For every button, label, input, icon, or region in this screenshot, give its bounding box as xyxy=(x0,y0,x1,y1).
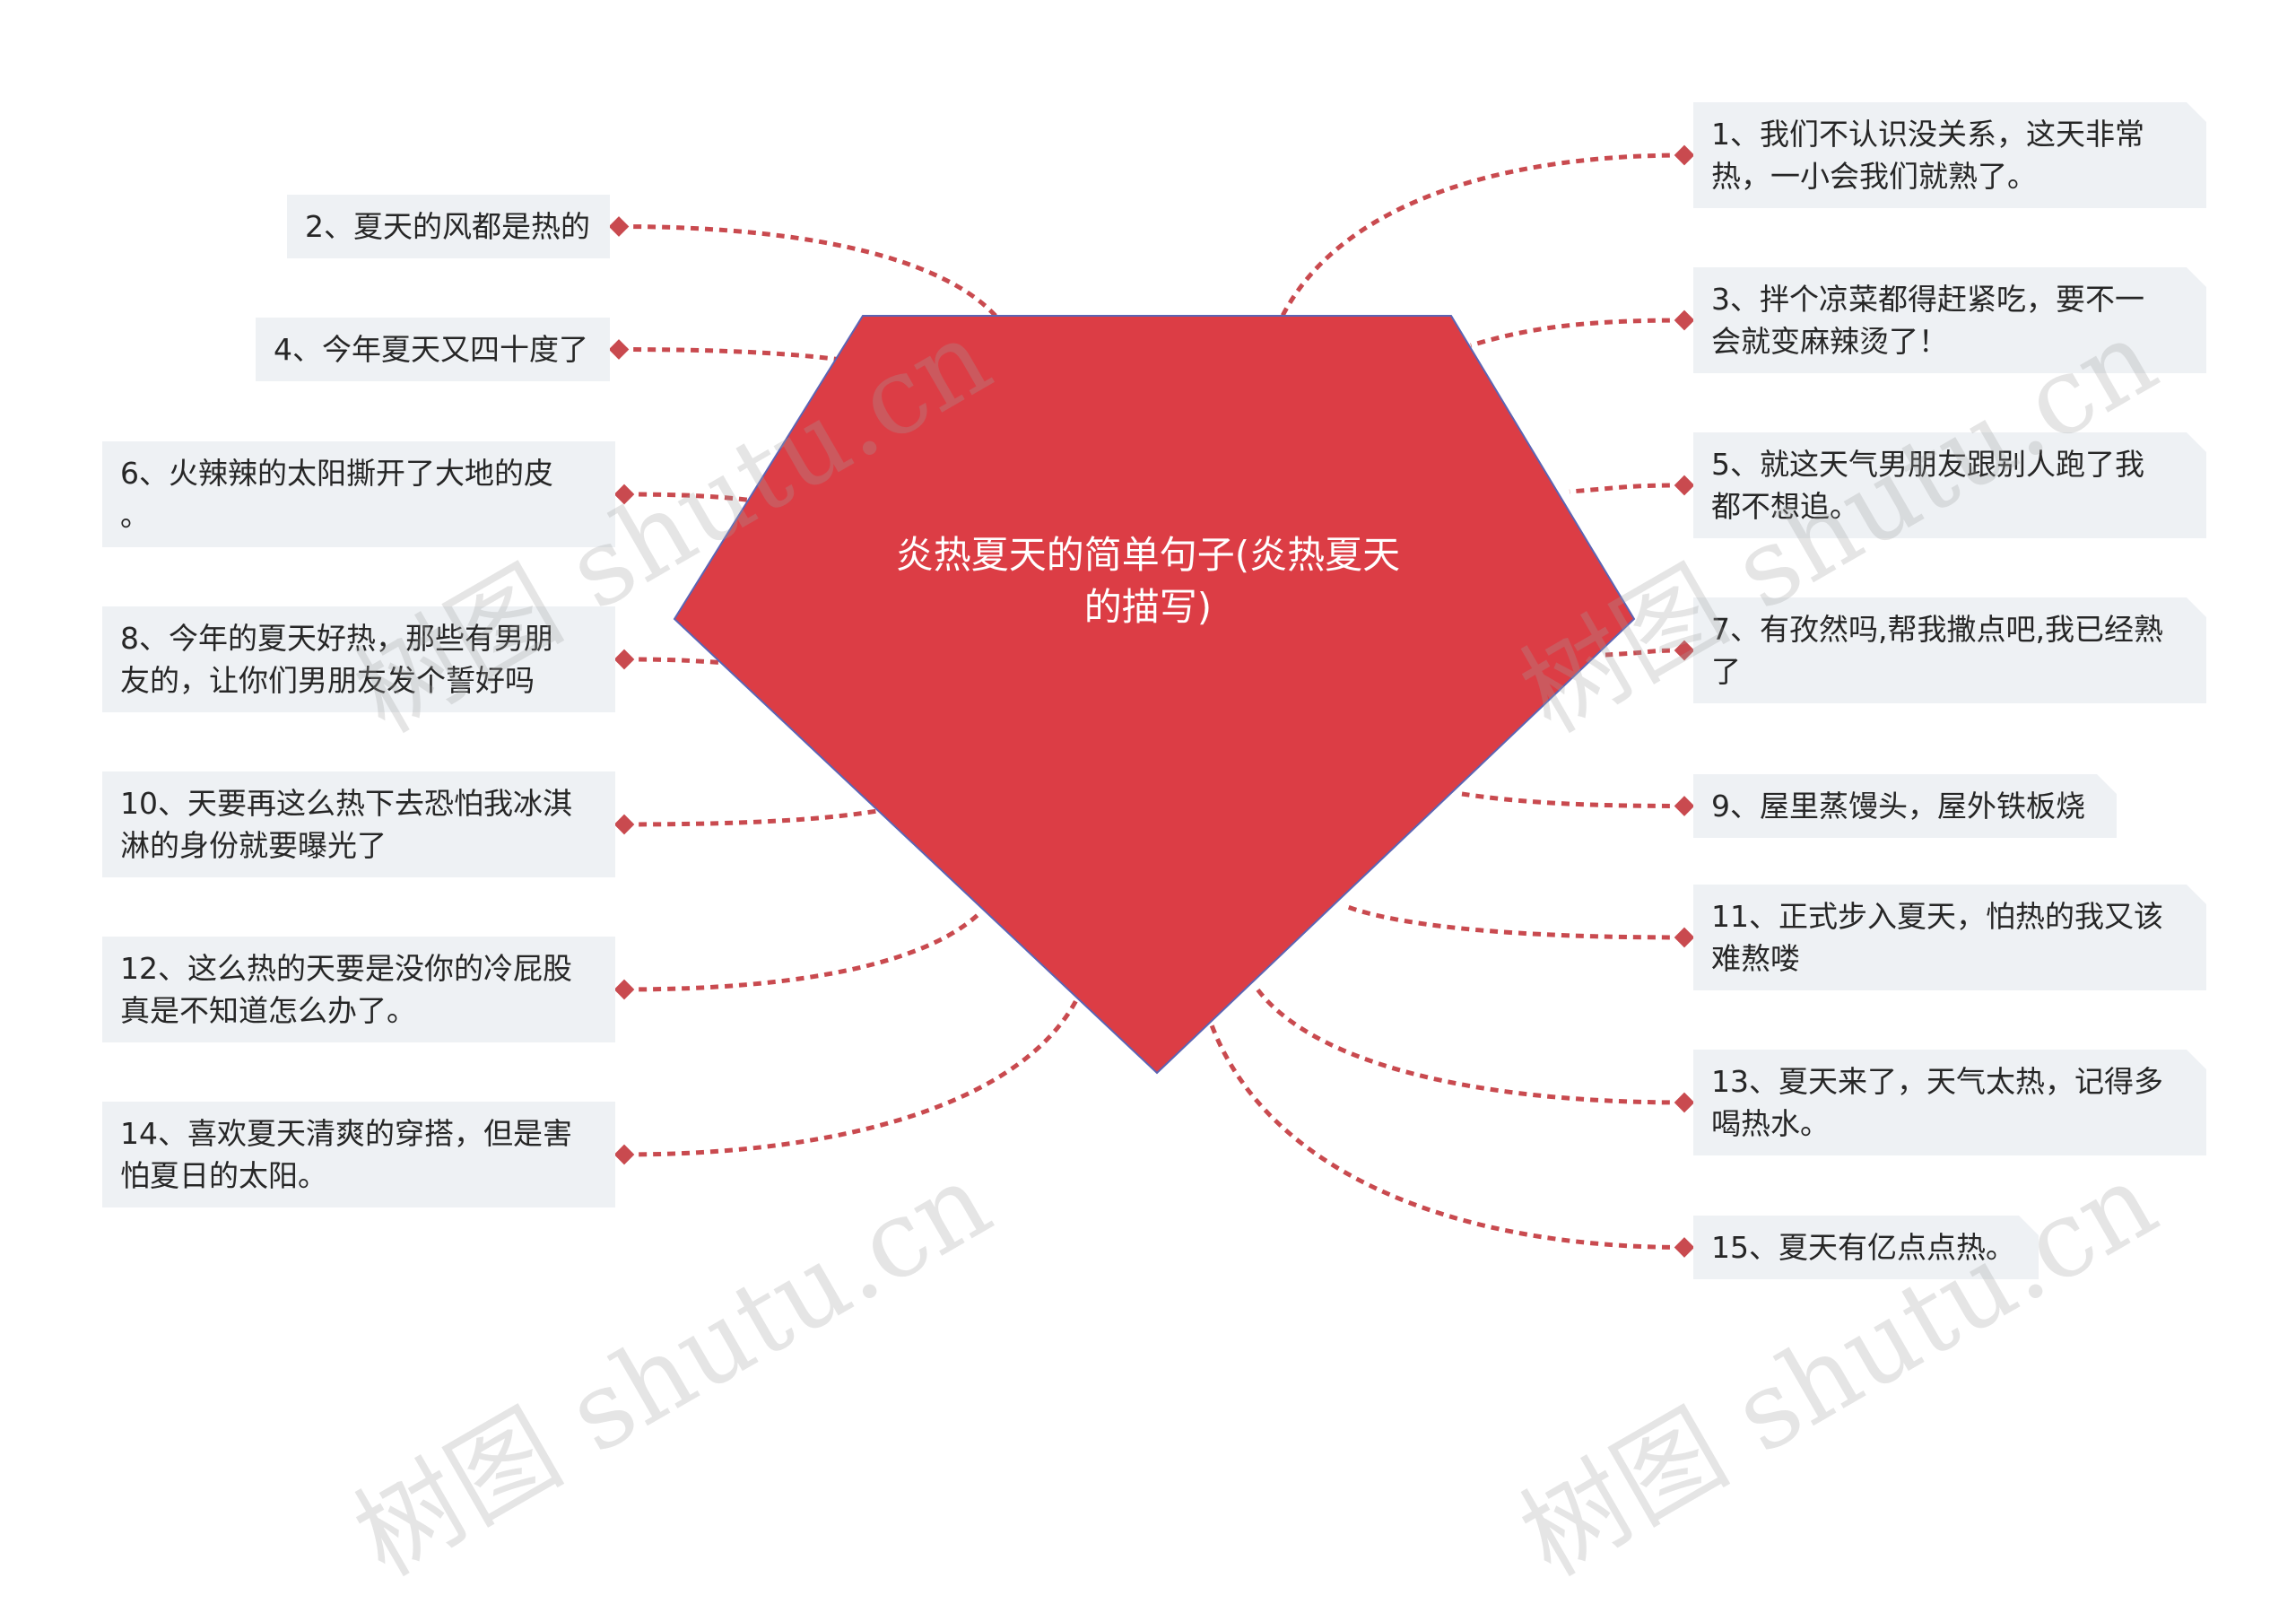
corner-fold xyxy=(2187,102,2206,122)
connector-n11 xyxy=(1344,903,1685,940)
corner-fold xyxy=(2187,597,2206,617)
connector-n7 xyxy=(1605,648,1685,658)
connector-dot-n6 xyxy=(613,484,635,505)
topic-node-3[interactable]: 3、拌个凉菜都得赶紧吃，要不一 会就变麻辣烫了！ xyxy=(1693,267,2206,373)
connector-dot-n7 xyxy=(1674,640,1695,661)
connector-n9 xyxy=(1461,791,1685,808)
topic-node-4[interactable]: 4、今年夏天又四十度了 xyxy=(256,318,610,381)
topic-node-text: 5、就这天气男朋友跟别人跑了我 都不想追。 xyxy=(1711,447,2144,524)
connector-dot-n12 xyxy=(613,979,635,1000)
topic-node-6[interactable]: 6、火辣辣的太阳撕开了大地的皮 。 xyxy=(102,441,615,547)
topic-node-7[interactable]: 7、有孜然吗,帮我撒点吧,我已经熟 了 xyxy=(1693,597,2206,703)
corner-fold xyxy=(2187,267,2206,287)
topic-node-text: 14、喜欢夏天清爽的穿搭，但是害 怕夏日的太阳。 xyxy=(120,1116,572,1193)
connector-lines xyxy=(618,153,1685,1250)
connector-dot-n13 xyxy=(1674,1092,1695,1113)
central-topic-shape[interactable] xyxy=(673,315,1636,1075)
corner-fold xyxy=(2019,1216,2039,1235)
mind-map-canvas xyxy=(608,144,1695,1258)
connector-dot-n4 xyxy=(608,339,630,360)
connector-n13 xyxy=(1253,985,1685,1105)
connector-dot-n10 xyxy=(613,814,635,835)
connector-dot-n1 xyxy=(1674,144,1695,166)
connector-n1 xyxy=(1280,153,1685,318)
topic-node-text: 4、今年夏天又四十度了 xyxy=(274,332,588,367)
topic-node-14[interactable]: 14、喜欢夏天清爽的穿搭，但是害 怕夏日的太阳。 xyxy=(102,1102,615,1207)
topic-node-13[interactable]: 13、夏天来了，天气太热，记得多 喝热水。 xyxy=(1693,1050,2206,1155)
topic-node-8[interactable]: 8、今年的夏天好热，那些有男朋 友的，让你们男朋友发个誓好吗 xyxy=(102,606,615,712)
connector-dot-n11 xyxy=(1674,927,1695,948)
topic-node-text: 3、拌个凉菜都得赶紧吃，要不一 会就变麻辣烫了！ xyxy=(1711,282,2144,359)
topic-node-9[interactable]: 9、屋里蒸馒头，屋外铁板烧 xyxy=(1693,774,2117,838)
corner-fold xyxy=(2187,885,2206,904)
topic-node-text: 6、火辣辣的太阳撕开了大地的皮 。 xyxy=(120,456,553,533)
connector-dot-n9 xyxy=(1674,796,1695,816)
connector-n12 xyxy=(623,913,979,992)
connector-dot-n14 xyxy=(613,1144,635,1165)
topic-node-text: 7、有孜然吗,帮我撒点吧,我已经熟 了 xyxy=(1711,612,2163,689)
topic-node-11[interactable]: 11、正式步入夏天，怕热的我又该 难熬喽 xyxy=(1693,885,2206,990)
connector-n14 xyxy=(623,998,1079,1157)
central-topic-label[interactable]: 炎热夏天的简单句子(炎热夏天的描写) xyxy=(895,533,1401,629)
connector-endpoints xyxy=(608,144,1695,1258)
topic-node-text: 8、今年的夏天好热，那些有男朋 友的，让你们男朋友发个誓好吗 xyxy=(120,621,553,698)
topic-node-text: 15、夏天有亿点点热。 xyxy=(1711,1230,2015,1265)
topic-node-2[interactable]: 2、夏天的风都是热的 xyxy=(287,195,610,258)
connector-dot-n3 xyxy=(1674,309,1695,331)
topic-node-5[interactable]: 5、就这天气男朋友跟别人跑了我 都不想追。 xyxy=(1693,432,2206,538)
topic-node-10[interactable]: 10、天要再这么热下去恐怕我冰淇 淋的身份就要曝光了 xyxy=(102,771,615,877)
topic-node-text: 2、夏天的风都是热的 xyxy=(305,209,590,244)
connector-dot-n5 xyxy=(1674,475,1695,496)
topic-node-text: 12、这么热的天要是没你的冷屁股 真是不知道怎么办了。 xyxy=(120,951,572,1028)
connector-dot-n15 xyxy=(1674,1237,1695,1258)
topic-node-text: 11、正式步入夏天，怕热的我又该 难熬喽 xyxy=(1711,899,2163,976)
connector-dot-n2 xyxy=(608,216,630,237)
topic-node-text: 1、我们不认识没关系，这天非常 热，一小会我们就熟了。 xyxy=(1711,117,2144,194)
connector-dot-n8 xyxy=(613,649,635,670)
connector-n3 xyxy=(1470,318,1685,348)
topic-node-text: 13、夏天来了，天气太热，记得多 喝热水。 xyxy=(1711,1064,2163,1141)
connector-n2 xyxy=(618,224,997,318)
connector-n10 xyxy=(623,805,898,827)
connector-n15 xyxy=(1208,1022,1685,1250)
corner-fold xyxy=(2097,774,2117,794)
topic-node-text: 9、屋里蒸馒头，屋外铁板烧 xyxy=(1711,789,2085,824)
connector-n5 xyxy=(1569,483,1685,494)
corner-fold xyxy=(2187,432,2206,452)
topic-node-1[interactable]: 1、我们不认识没关系，这天非常 热，一小会我们就熟了。 xyxy=(1693,102,2206,208)
corner-fold xyxy=(2187,1050,2206,1069)
topic-node-15[interactable]: 15、夏天有亿点点热。 xyxy=(1693,1216,2039,1279)
topic-node-text: 10、天要再这么热下去恐怕我冰淇 淋的身份就要曝光了 xyxy=(120,786,572,863)
connector-n6 xyxy=(623,492,799,510)
topic-node-12[interactable]: 12、这么热的天要是没你的冷屁股 真是不知道怎么办了。 xyxy=(102,937,615,1042)
